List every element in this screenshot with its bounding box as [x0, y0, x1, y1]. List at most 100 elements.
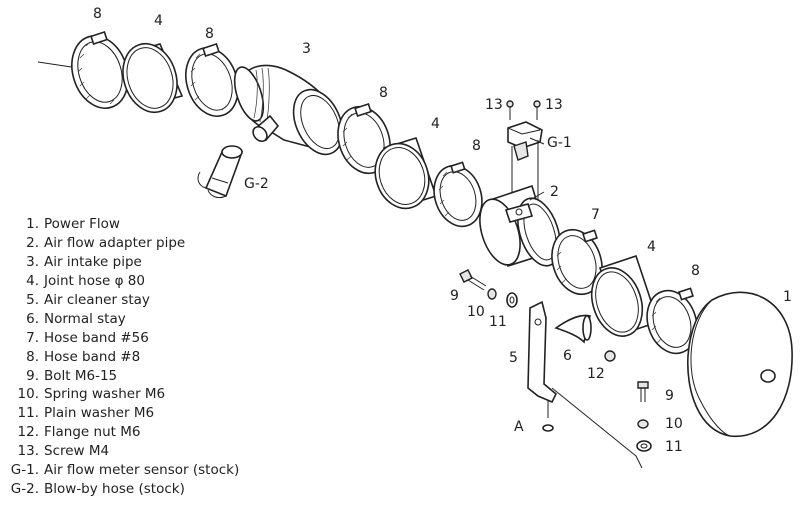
legend-item: 5. Air cleaner stay: [0, 291, 260, 310]
legend-item-number: 6.: [26, 310, 39, 327]
legend-item-description: Hose band #8: [44, 348, 141, 365]
part-plain-washer-a: [506, 292, 518, 308]
legend-item-number: 2.: [26, 235, 39, 252]
legend-item: 4. Joint hose φ 80: [0, 272, 260, 291]
legend-item-description: Air intake pipe: [44, 254, 142, 271]
parts-legend: 1. Power Flow 2. Air flow adapter pipe 3. Air…: [0, 215, 260, 498]
legend-item-number: 12.: [17, 424, 39, 441]
legend-item-number: 9.: [26, 367, 39, 384]
callout-1: 1: [783, 289, 792, 305]
legend-item-description: Normal stay: [44, 310, 126, 327]
part-spring-washer-b: [637, 419, 649, 429]
part-hose-band-56: [551, 228, 603, 296]
callout-11: 11: [665, 439, 683, 455]
callout-3: 3: [302, 41, 311, 57]
legend-item: 6. Normal stay: [0, 309, 260, 328]
legend-item-description: Flange nut M6: [44, 424, 141, 441]
callout-8: 8: [691, 263, 700, 279]
part-hose-band-8-d: [433, 161, 483, 228]
legend-item: 13. Screw M4: [0, 442, 260, 461]
callout-a: A: [514, 419, 524, 435]
legend-item-number: G-1.: [10, 462, 39, 479]
leader-lines: [211, 137, 545, 201]
part-air-flow-meter-sensor: [507, 121, 543, 210]
part-air-intake-pipe: [233, 64, 344, 156]
callout-13: 13: [545, 97, 563, 113]
part-hose-band-8-b: [185, 43, 239, 117]
legend-item-number: 4.: [26, 273, 39, 290]
legend-item-description: Spring washer M6: [44, 386, 166, 403]
legend-item-description: Hose band #56: [44, 329, 149, 346]
legend-item-number: 10.: [17, 386, 39, 403]
legend-item-number: 8.: [26, 348, 39, 365]
callout-g1: G-1: [547, 135, 572, 151]
part-air-cleaner-stay: [527, 300, 643, 469]
callout-13: 13: [485, 97, 503, 113]
legend-item: 8. Hose band #8: [0, 347, 260, 366]
legend-item-number: 11.: [17, 405, 39, 422]
callout-8: 8: [93, 6, 102, 22]
part-hose-band-8-a: [37, 31, 129, 109]
callout-g2: G-2: [244, 176, 269, 192]
part-power-flow-filter: [687, 291, 793, 437]
part-bolt-m6-15-a: [459, 269, 487, 291]
callout-labels: 8 4 8 3 8 4 8 13 13 G-1 G-2 2 7 4 8 1 9 …: [93, 6, 792, 455]
legend-item-number: G-2.: [10, 480, 39, 497]
legend-item-description: Power Flow: [44, 216, 120, 233]
callout-10: 10: [665, 416, 683, 432]
callout-9: 9: [665, 388, 674, 404]
callout-4: 4: [647, 239, 656, 255]
callout-8: 8: [205, 26, 214, 42]
callout-8: 8: [379, 85, 388, 101]
legend-item-number: 3.: [26, 254, 39, 271]
legend-item: 3. Air intake pipe: [0, 253, 260, 272]
legend-item-description: Bolt M6-15: [44, 367, 118, 384]
legend-item: 10. Spring washer M6: [0, 385, 260, 404]
callout-4: 4: [431, 116, 440, 132]
legend-item-description: Plain washer M6: [44, 405, 155, 422]
legend-item-description: Air cleaner stay: [44, 292, 150, 308]
part-screw-m4-b: [533, 100, 541, 120]
legend-item-description: Blow-by hose (stock): [44, 480, 185, 497]
legend-item-number: 7.: [26, 329, 39, 346]
legend-item-number: 5.: [26, 292, 39, 308]
part-spring-washer-a: [487, 288, 497, 300]
callout-5: 5: [509, 350, 518, 366]
callout-8: 8: [472, 138, 481, 154]
legend-item: 2. Air flow adapter pipe: [0, 234, 260, 253]
legend-item: 1. Power Flow: [0, 215, 260, 234]
legend-item: 12. Flange nut M6: [0, 423, 260, 442]
part-flange-nut-m6: [604, 350, 616, 362]
part-hose-band-8-e: [646, 287, 698, 355]
legend-item-description: Joint hose φ 80: [44, 273, 145, 290]
part-plain-washer-b: [636, 440, 652, 452]
part-joint-hose-b: [374, 137, 438, 210]
legend-item-description: Air flow adapter pipe: [44, 235, 186, 252]
legend-item-description: Air flow meter sensor (stock): [44, 462, 240, 479]
part-bolt-m6-15-b: [637, 381, 649, 402]
legend-item-description: Screw M4: [44, 443, 110, 460]
callout-7: 7: [591, 207, 600, 223]
part-joint-hose-c: [590, 254, 660, 337]
part-joint-hose-a: [122, 42, 184, 114]
callout-2: 2: [550, 184, 559, 200]
callout-9: 9: [450, 288, 459, 304]
legend-item-number: 13.: [17, 443, 39, 460]
callout-6: 6: [563, 348, 572, 364]
part-air-flow-adapter-pipe: [479, 184, 561, 268]
part-screw-m4-a: [506, 100, 514, 120]
legend-item: G-2. Blow-by hose (stock): [0, 479, 260, 498]
callout-11: 11: [489, 314, 507, 330]
part-normal-stay: [554, 314, 592, 344]
legend-item-number: 1.: [26, 216, 39, 233]
callout-4: 4: [154, 13, 163, 29]
callout-12: 12: [587, 366, 605, 382]
legend-item: 9. Bolt M6-15: [0, 366, 260, 385]
legend-item: 11. Plain washer M6: [0, 404, 260, 423]
callout-10: 10: [467, 304, 485, 320]
legend-item: 7. Hose band #56: [0, 328, 260, 347]
part-hose-band-8-c: [337, 103, 391, 175]
legend-item: G-1. Air flow meter sensor (stock): [0, 461, 260, 480]
part-blow-by-hose: [197, 145, 244, 199]
